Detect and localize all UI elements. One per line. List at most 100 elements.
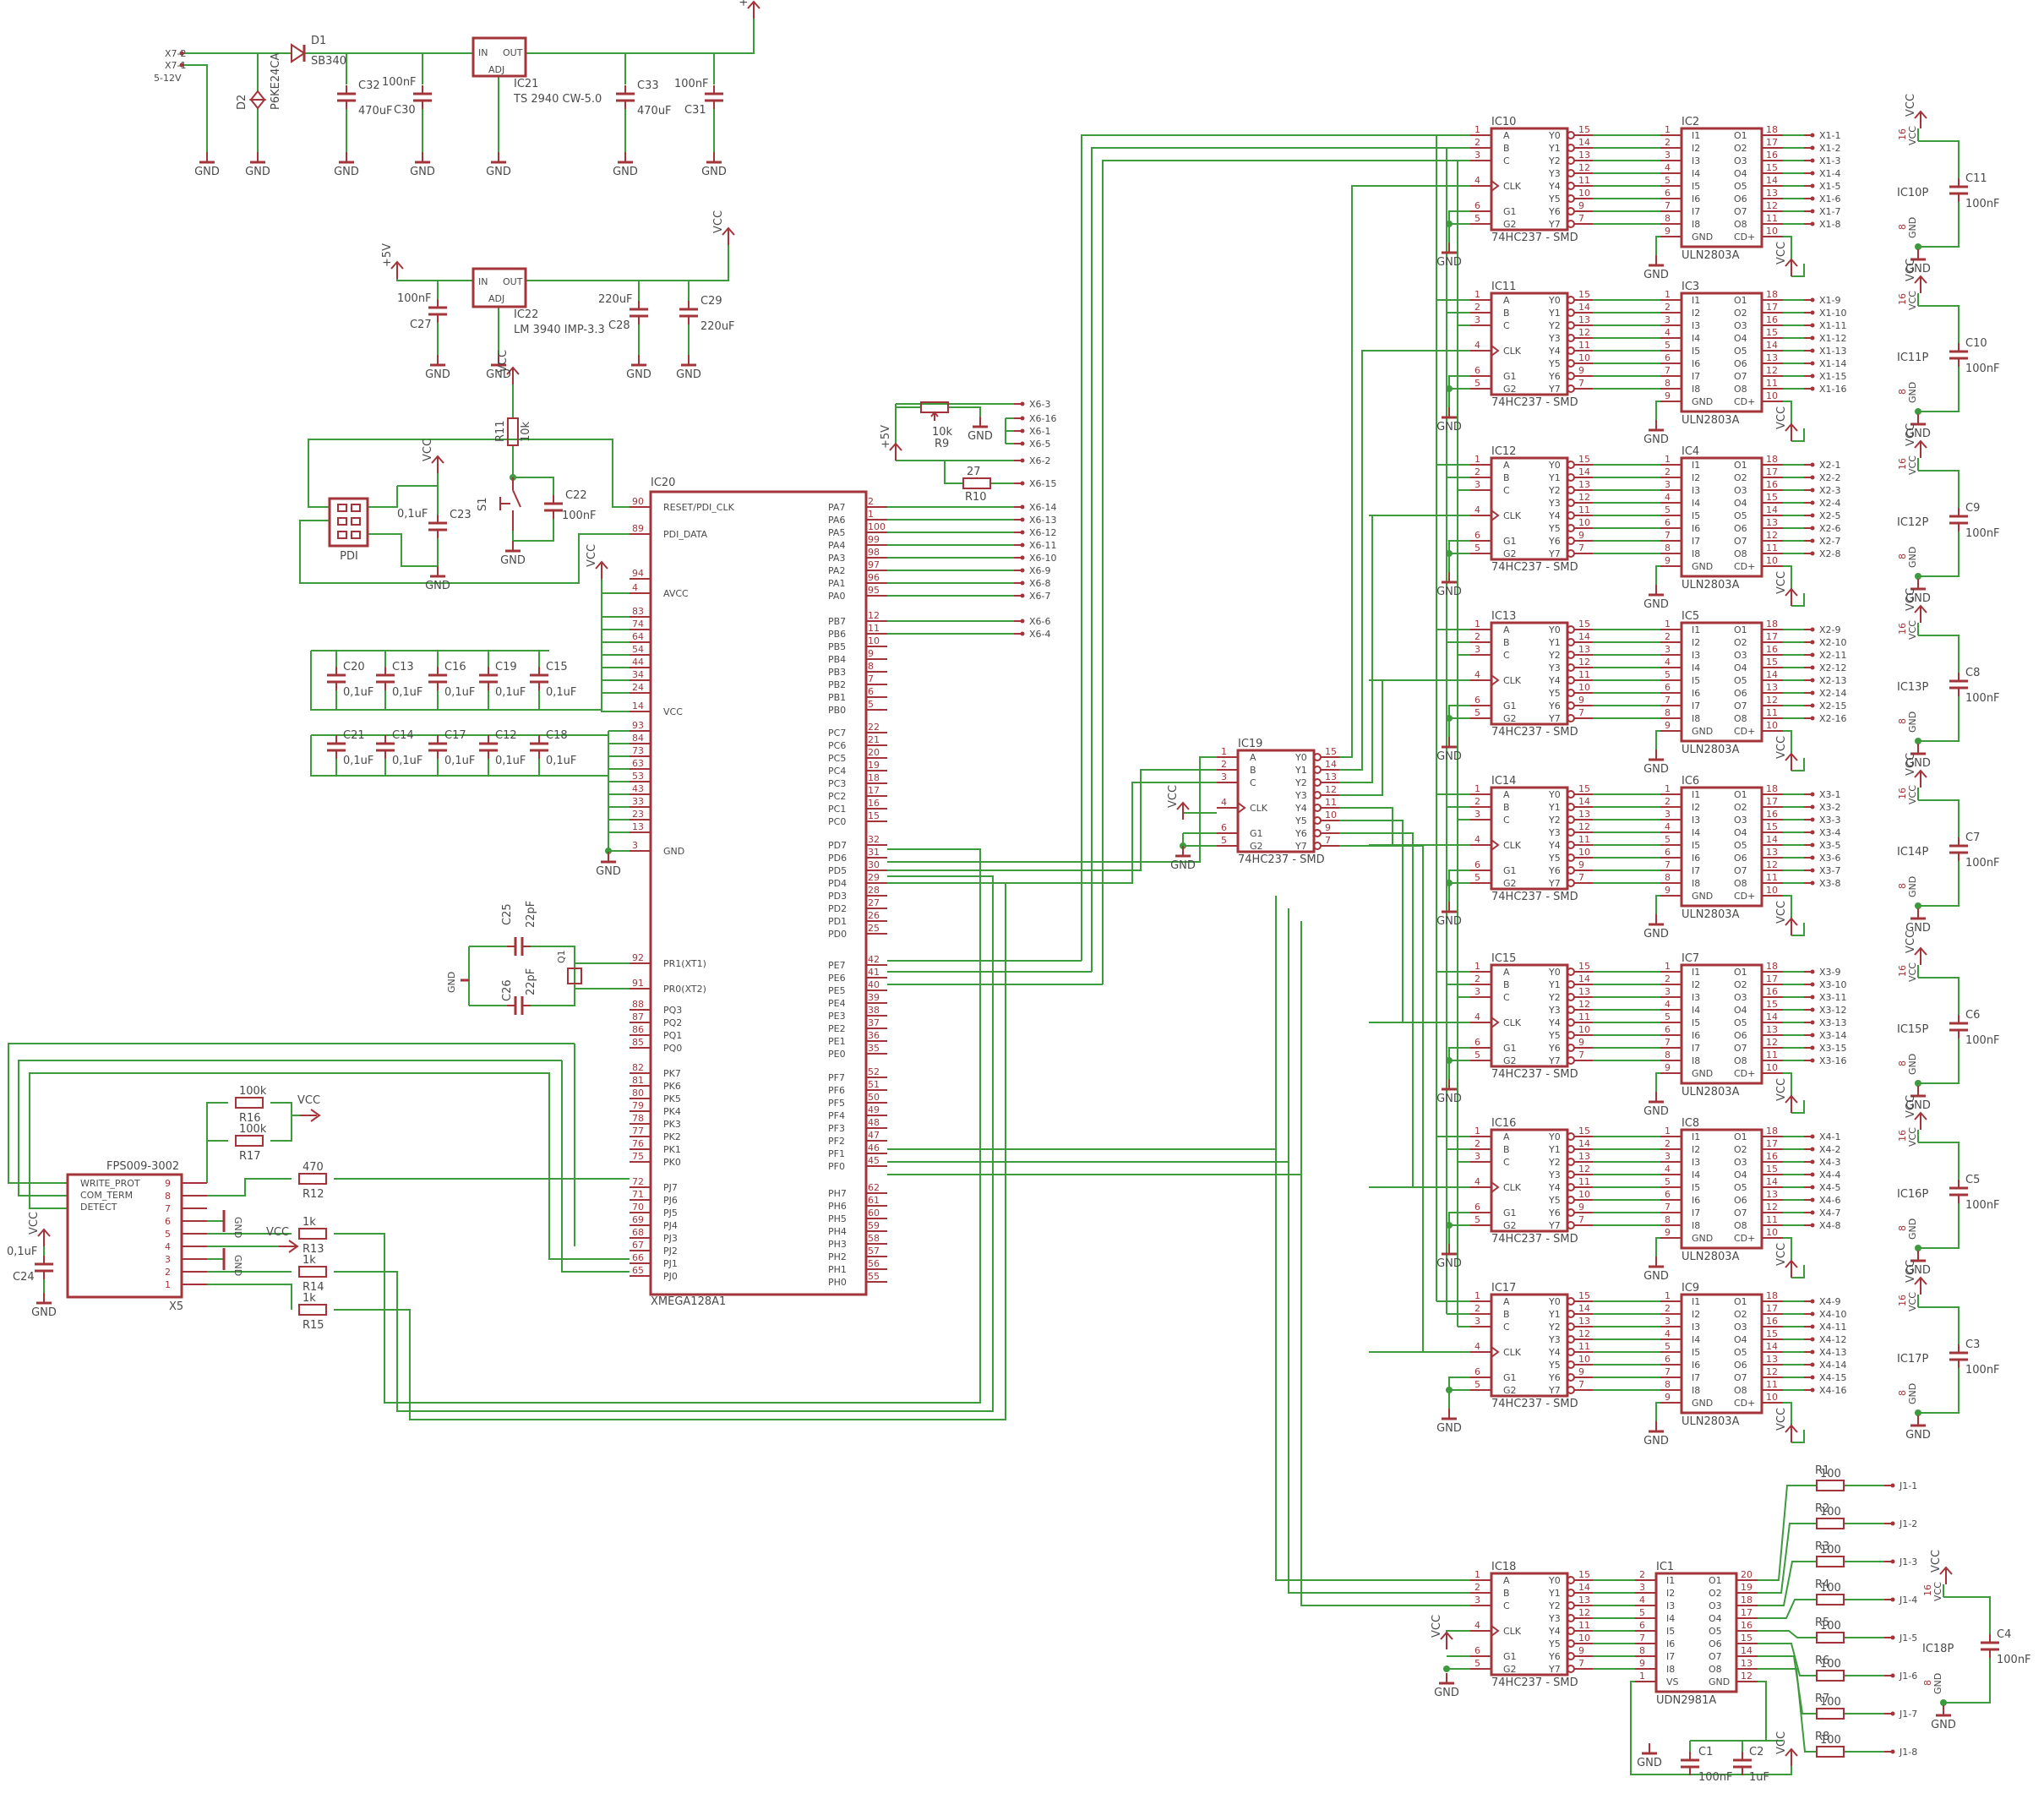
cap-name: C27	[410, 319, 432, 331]
pin-number: 11	[1766, 213, 1778, 224]
net-label: J1-1	[1899, 1480, 1917, 1491]
pin-number: 6	[1665, 188, 1671, 199]
res-value: 470	[303, 1161, 324, 1174]
pin-number: 76	[632, 1138, 644, 1149]
gnd-label: GND	[1643, 269, 1669, 281]
ic-value: 74HC237 - SMD	[1238, 853, 1325, 866]
pin-number: 10	[1578, 1189, 1590, 1200]
pin-number: 7	[165, 1203, 171, 1214]
pin-name: O2	[1734, 637, 1747, 648]
pin-number: 6	[868, 686, 874, 697]
parts-layer	[35, 0, 1999, 1775]
pin-name: PJ5	[663, 1208, 678, 1218]
pin-number: 17	[1766, 796, 1778, 807]
pin-name: C	[1503, 815, 1510, 826]
pin-number: 11	[1578, 504, 1590, 515]
pin-name: I4	[1692, 1005, 1700, 1016]
pin-number: 13	[1766, 352, 1778, 363]
pin-number: 4	[1665, 657, 1671, 668]
pin-number: 11	[1578, 1620, 1590, 1631]
pin-number: 10	[1578, 847, 1590, 858]
ic-name: IC8	[1682, 1117, 1699, 1130]
pin-name: O6	[1734, 194, 1747, 204]
supply-label: VCC	[712, 210, 725, 233]
ic-name: IC9	[1682, 1282, 1699, 1295]
pin-name: O7	[1734, 1372, 1747, 1383]
pin-number: 1	[1221, 746, 1227, 757]
net-label: X1-5	[1819, 181, 1841, 192]
net-flag-dot	[1020, 530, 1025, 535]
net-label: X6-16	[1029, 413, 1057, 424]
pin-name: I7	[1692, 701, 1700, 711]
pin-number: 11	[1578, 340, 1590, 351]
res-name: R10	[965, 491, 987, 504]
pin-number: 15	[868, 810, 880, 821]
supply-label: VCC	[1775, 242, 1788, 264]
pin-name: Y6	[1548, 1651, 1561, 1662]
cap-value: 100nF	[1965, 1364, 2000, 1377]
pin-name: O4	[1734, 1334, 1747, 1345]
supply-arrow-icon	[1939, 1566, 1953, 1575]
pin-label: OUT	[503, 276, 523, 287]
pin-number: 15	[1766, 492, 1778, 503]
pin-number: 4	[1474, 1011, 1480, 1022]
net-flag-dot	[1810, 1020, 1815, 1025]
pin-number: 2	[1474, 466, 1480, 477]
pin-number: 8	[1897, 389, 1908, 395]
pin-number: 4	[1665, 162, 1671, 173]
pin-name: I1	[1692, 967, 1700, 978]
pin-number: 13	[1766, 682, 1778, 693]
pin-number: 7	[1665, 1202, 1671, 1213]
ic-name: IC14	[1491, 775, 1516, 788]
supply-label: VCC	[1905, 94, 1917, 117]
net-flag-dot	[1810, 221, 1815, 226]
pin-number: 16	[1766, 479, 1778, 490]
net-flag-dot	[1810, 1134, 1815, 1139]
pin-number: 23	[632, 809, 644, 820]
pin-number: 9	[1665, 720, 1671, 731]
net-flag-dot	[1810, 716, 1815, 721]
pin-number: 73	[632, 745, 644, 756]
pin-name: O3	[1734, 155, 1747, 166]
pin-name: Y0	[1295, 752, 1307, 763]
pin-name: PK1	[663, 1144, 681, 1155]
pin-number: 7	[1578, 213, 1584, 224]
supply-arrow-icon	[722, 226, 735, 236]
res-name: R11	[494, 420, 507, 442]
gnd-label: GND	[425, 368, 450, 381]
pin-name: PA5	[828, 527, 845, 538]
pin-name: O5	[1734, 510, 1747, 521]
pin-name: GND	[663, 846, 684, 857]
cap-value: 0,1uF	[546, 755, 576, 767]
pullup-wire	[270, 1102, 292, 1128]
pin-number: 8	[1922, 1680, 1933, 1686]
pin-name: I8	[1692, 219, 1700, 230]
cap-wire	[1918, 861, 1960, 907]
res-name: R9	[935, 438, 949, 450]
pin-name: Y4	[1548, 346, 1561, 357]
net-label: X3-5	[1819, 840, 1841, 851]
pin-number: 11	[1766, 1214, 1778, 1225]
pin-number: 43	[632, 783, 644, 794]
pin-name: O3	[1734, 815, 1747, 826]
net-flag-dot	[1890, 1711, 1895, 1716]
pin-name: CD+	[1734, 396, 1755, 407]
net-label: X4-11	[1819, 1322, 1847, 1333]
supply-arrow-icon	[1914, 604, 1927, 613]
pin-name: Y3	[1548, 827, 1561, 838]
pin-name: Y5	[1548, 1030, 1561, 1041]
pin-number: 81	[632, 1075, 644, 1086]
pin-number: 1	[1665, 1126, 1671, 1137]
net-label: J1-2	[1899, 1518, 1917, 1529]
cap-name: C9	[1965, 502, 1980, 515]
res-value: 100k	[239, 1123, 267, 1136]
net-flag-dot	[1810, 792, 1815, 797]
supply-arrow-icon	[1785, 422, 1798, 432]
pin-name: PC3	[828, 778, 846, 789]
res-name: R13	[303, 1243, 324, 1256]
pot-wiper-arrow	[930, 411, 939, 417]
gnd-wire	[1448, 882, 1470, 902]
net-label: X1-15	[1819, 371, 1847, 382]
pin-number: 79	[632, 1100, 644, 1111]
pin-name: G1	[1503, 371, 1517, 382]
